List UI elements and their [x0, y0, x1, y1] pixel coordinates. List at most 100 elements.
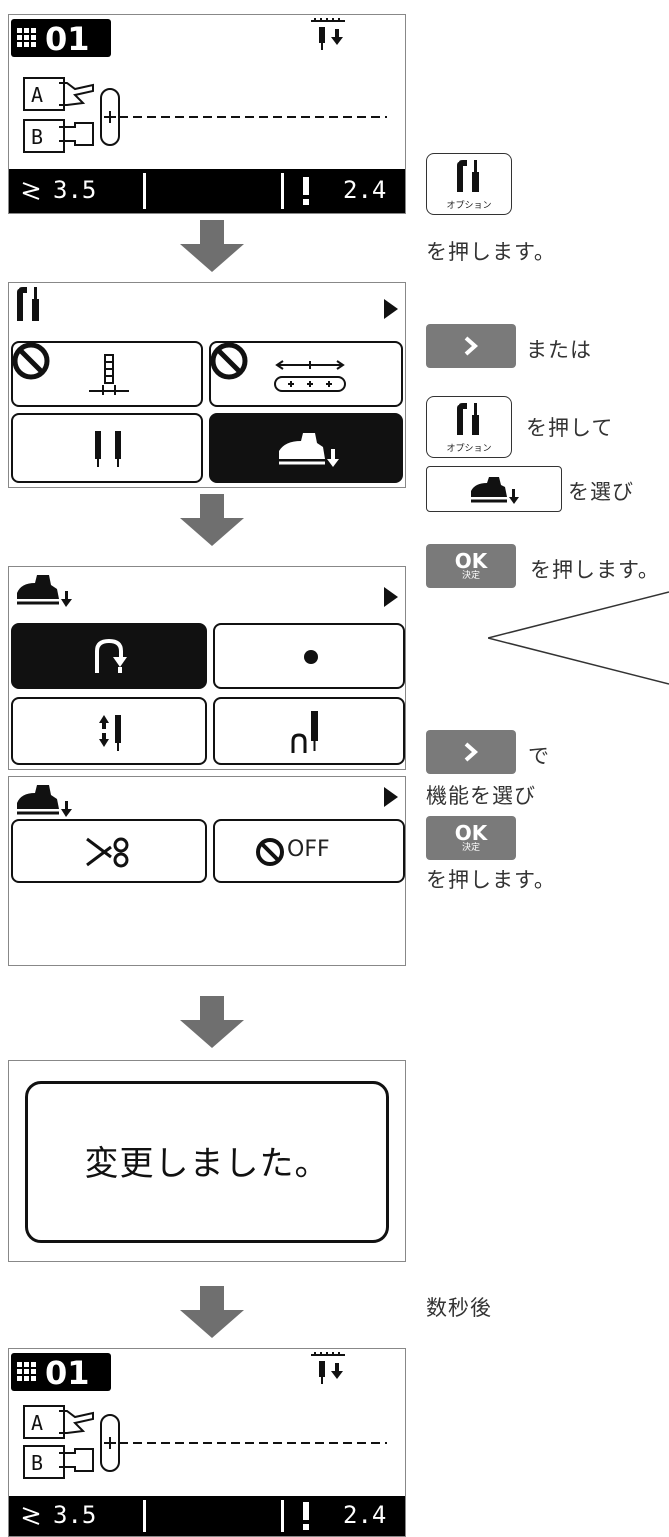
needle-up-down-icon — [97, 711, 127, 755]
confirmation-message: 変更しました。 — [84, 1144, 330, 1184]
pattern-number: 01 — [45, 20, 90, 58]
stitch-length-value: 2.4 — [343, 1501, 387, 1529]
foot-a-icon: A — [23, 1405, 97, 1439]
svg-text:B: B — [31, 1451, 43, 1475]
callout-pointer — [487, 582, 669, 686]
svg-text:A: A — [31, 1411, 43, 1435]
presser-foot-screen-page2: OFF — [8, 776, 406, 966]
needle-down-tile[interactable] — [213, 623, 405, 689]
next-button[interactable] — [426, 324, 516, 368]
option-button-label: オプション — [446, 444, 492, 454]
svg-text:A: A — [31, 83, 43, 107]
twin-needle-tile[interactable] — [11, 413, 203, 483]
pivot-icon — [93, 637, 127, 677]
needle-stop-tile[interactable] — [11, 341, 203, 407]
stitch-length-icon — [301, 1502, 311, 1530]
svg-text:B: B — [31, 125, 43, 149]
confirmation-screen: 変更しました。 — [8, 1060, 406, 1262]
off-label: OFF — [287, 837, 330, 862]
option-button[interactable]: オプション — [426, 153, 512, 215]
needle-up-down-tile[interactable] — [11, 697, 207, 765]
foot-b-icon: B — [23, 119, 97, 153]
stitch-preview-icon — [97, 85, 397, 149]
foot-b-icon: B — [23, 1445, 97, 1479]
status-bar: 3.5 2.4 — [9, 1496, 405, 1536]
chevron-right-icon — [464, 336, 479, 356]
ok-button-sublabel: 決定 — [461, 570, 480, 581]
grid-icon — [17, 28, 37, 48]
ok-button-label: OK — [454, 548, 488, 573]
presser-foot-down-icon — [469, 473, 521, 507]
width-adjust-icon — [273, 357, 347, 395]
presser-foot-down-icon — [15, 573, 75, 611]
status-bar: 3.5 2.4 — [9, 169, 405, 213]
pivot-tile[interactable] — [11, 623, 207, 689]
confirmation-dialog: 変更しました。 — [25, 1081, 389, 1243]
status-divider — [281, 173, 284, 209]
press-text: を押して — [526, 416, 614, 440]
needle-stop-icon — [87, 353, 131, 397]
presser-foot-tile[interactable] — [209, 413, 403, 483]
prohibited-icon — [255, 837, 285, 867]
width-adjust-tile[interactable] — [209, 341, 403, 407]
stitch-preview-icon — [97, 1411, 397, 1475]
pattern-number: 01 — [45, 1354, 90, 1392]
foot-a-icon: A — [23, 77, 97, 111]
home-screen-final: 01 A B 3.5 2.4 — [8, 1348, 406, 1537]
arrow-down-icon — [180, 1286, 244, 1338]
needle-position-icon — [309, 1351, 349, 1387]
stitch-length-icon — [301, 177, 311, 205]
status-divider — [143, 173, 146, 209]
option-button[interactable]: オプション — [426, 396, 512, 458]
page-next-icon — [384, 787, 398, 807]
status-divider — [143, 1500, 146, 1532]
choose-function-text: 機能を選び — [426, 784, 536, 808]
presser-foot-select-button[interactable] — [426, 466, 562, 512]
or-text: または — [526, 338, 592, 362]
stitch-width-value: 3.5 — [53, 1501, 97, 1529]
option-icon — [455, 403, 485, 437]
after-seconds-text: 数秒後 — [426, 1296, 492, 1320]
dot-icon — [303, 649, 319, 665]
status-divider — [281, 1500, 284, 1532]
prohibited-icon — [209, 341, 249, 381]
stitch-width-value: 3.5 — [53, 176, 97, 204]
arrow-down-icon — [180, 220, 244, 272]
presser-foot-screen — [8, 566, 406, 770]
page-next-icon — [384, 587, 398, 607]
ok-button[interactable]: OK 決定 — [426, 544, 516, 588]
arrow-down-icon — [180, 494, 244, 546]
arrow-down-icon — [180, 996, 244, 1048]
needle-position-icon — [309, 17, 349, 53]
presser-foot-down-icon — [15, 783, 75, 821]
next-button[interactable] — [426, 730, 516, 774]
home-screen: 01 A B 3.5 2.4 — [8, 14, 406, 214]
stitch-width-icon — [19, 1504, 43, 1528]
option-button-label: オプション — [446, 201, 492, 211]
option-menu-screen — [8, 282, 406, 488]
ok-button-sublabel: 決定 — [461, 842, 480, 853]
grid-icon — [17, 1362, 37, 1382]
needle-up-tile[interactable] — [213, 697, 405, 765]
ok-button[interactable]: OK 決定 — [426, 816, 516, 860]
twin-needle-icon — [89, 429, 129, 469]
pattern-number-badge: 01 — [11, 19, 111, 58]
prohibited-icon — [11, 341, 51, 381]
chevron-right-icon — [464, 742, 479, 762]
option-icon — [455, 160, 485, 194]
step1-instruction: を押します。 — [426, 240, 556, 264]
option-icon — [15, 287, 45, 323]
page-next-icon — [384, 299, 398, 319]
needle-up-icon — [289, 709, 325, 755]
presser-foot-down-icon — [277, 429, 341, 471]
scissors-icon — [85, 835, 135, 869]
de-text: で — [528, 744, 550, 768]
stitch-length-value: 2.4 — [343, 176, 387, 204]
off-tile[interactable]: OFF — [213, 819, 405, 883]
ok-press-text: を押します。 — [426, 868, 556, 892]
stitch-width-icon — [19, 179, 43, 203]
thread-cutter-tile[interactable] — [11, 819, 207, 883]
pattern-number-badge: 01 — [11, 1353, 111, 1392]
ok-press-text: を押します。 — [530, 558, 660, 582]
ok-button-label: OK — [454, 820, 488, 845]
